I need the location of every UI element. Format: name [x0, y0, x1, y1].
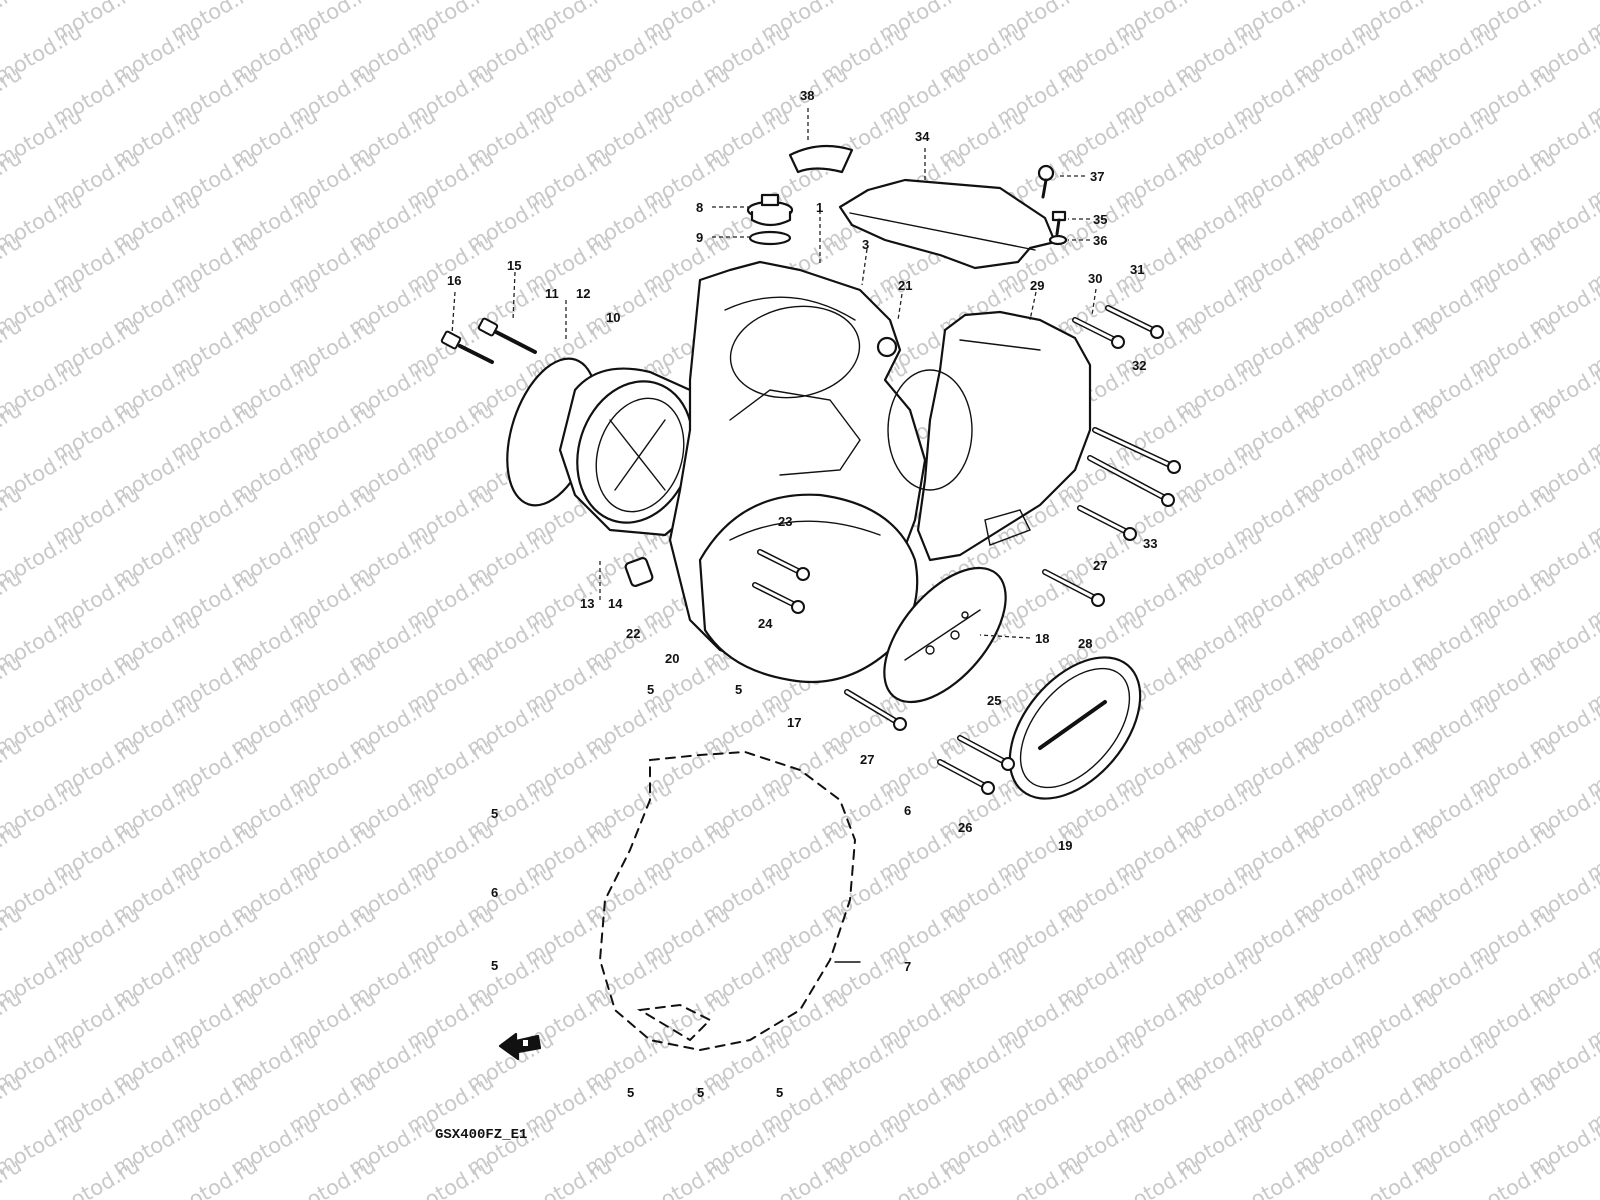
watermark-text: motod.ru: [1583, 1153, 1600, 1200]
callout-8: 8: [696, 200, 703, 215]
part-24-bolt: [752, 582, 805, 614]
callout-labels: 38 34 37 8 1 35 9 3 36 16 15 11 12 10 21…: [447, 88, 1157, 1100]
callout-35: 35: [1093, 212, 1107, 227]
callout-1: 1: [816, 200, 823, 215]
part-38-cap: [788, 144, 854, 174]
watermark-text: motod.ru: [1111, 1153, 1206, 1200]
part-31-bolt: [1105, 305, 1164, 339]
callout-5-f: 5: [697, 1085, 704, 1100]
direction-arrow-icon: [498, 1032, 542, 1061]
callout-5-d: 5: [491, 958, 498, 973]
part-34-plate: [838, 178, 1057, 270]
callout-23: 23: [778, 514, 792, 529]
callout-13: 13: [580, 596, 594, 611]
watermark-text: motod.ru: [0, 0, 26, 46]
watermark-text: motod.ru: [1347, 1153, 1442, 1200]
part-27-bolt-upper: [1042, 569, 1105, 607]
callout-16: 16: [447, 273, 461, 288]
callout-9: 9: [696, 230, 703, 245]
callout-18: 18: [1035, 631, 1049, 646]
part-30-bolt: [1072, 317, 1125, 349]
callout-6-b: 6: [491, 885, 498, 900]
callout-12: 12: [576, 286, 590, 301]
part-18-gasket: [883, 566, 1007, 704]
part-27-bolt-lower: [844, 689, 907, 731]
callout-10: 10: [606, 310, 620, 325]
callout-36: 36: [1093, 233, 1107, 248]
part-10-starter-cover: [558, 367, 712, 537]
callout-5-b: 5: [735, 682, 742, 697]
engine-cover-drawing: [440, 144, 1181, 1061]
callout-19: 19: [1058, 838, 1072, 853]
leader-lines: [451, 108, 1097, 639]
part-37-bolt: [1037, 164, 1055, 199]
callout-29: 29: [1030, 278, 1044, 293]
callout-5-e: 5: [627, 1085, 634, 1100]
watermark-text: motod.ru: [49, 1153, 144, 1200]
part-35-screw: [1051, 210, 1067, 236]
watermark-text: motod.ru: [639, 1153, 734, 1200]
callout-17: 17: [787, 715, 801, 730]
drawing-code: GSX400FZ_E1: [435, 1127, 527, 1143]
watermark-text: motod.ru: [875, 1153, 970, 1200]
part-32-bolt-upper: [1092, 427, 1181, 474]
watermark-text: motod.ru: [993, 1153, 1088, 1200]
part-16-bolt: [440, 330, 494, 364]
callout-28: 28: [1078, 636, 1092, 651]
watermark-text: motod.ru: [285, 1153, 380, 1200]
part-25-bolt: [957, 735, 1015, 771]
part-15-bolt: [477, 317, 537, 354]
callout-21: 21: [898, 278, 912, 293]
part-8-filler-cap: [746, 193, 794, 227]
part-9-o-ring: [748, 230, 792, 246]
part-19-emblem-cover: [1008, 656, 1142, 800]
callout-32: 32: [1132, 358, 1146, 373]
callout-11: 11: [545, 286, 559, 301]
callout-3: 3: [862, 237, 869, 252]
watermark-text: motod.ru: [757, 1153, 852, 1200]
callout-14: 14: [608, 596, 623, 611]
part-36-washer: [1048, 234, 1068, 246]
callout-33: 33: [1143, 536, 1157, 551]
callout-5-a: 5: [647, 682, 654, 697]
watermark-text: motod.ru: [1229, 1153, 1324, 1200]
callout-26: 26: [958, 820, 972, 835]
callout-31: 31: [1130, 262, 1144, 277]
part-26-bolt: [937, 759, 995, 795]
part-22-dowel-pin: [624, 556, 654, 588]
callout-37: 37: [1090, 169, 1104, 184]
part-20-generator-cover: [698, 493, 919, 684]
callout-22: 22: [626, 626, 640, 641]
callout-34: 34: [915, 129, 930, 144]
callout-6-a: 6: [904, 803, 911, 818]
part-17-gasket-outline: [598, 750, 857, 1052]
callout-7: 7: [904, 959, 911, 974]
callout-30: 30: [1088, 271, 1102, 286]
part-23-bolt: [757, 549, 810, 581]
callout-38: 38: [800, 88, 814, 103]
watermark-text: motod.ru: [521, 1153, 616, 1200]
watermark-text: motod.ru: [403, 1153, 498, 1200]
watermark-text: motod.ru: [167, 1153, 262, 1200]
part-29-clutch-cover: [887, 310, 1092, 562]
callout-5-g: 5: [776, 1085, 783, 1100]
part-33-bolt: [1077, 505, 1137, 541]
callout-27: 27: [1093, 558, 1107, 573]
callout-25: 25: [987, 693, 1001, 708]
part-32-bolt-lower: [1087, 455, 1175, 507]
callout-15: 15: [507, 258, 521, 273]
callout-20: 20: [665, 651, 679, 666]
callout-5-c: 5: [491, 806, 498, 821]
callout-24: 24: [758, 616, 773, 631]
callout-27-b: 27: [860, 752, 874, 767]
watermark-text: motod.ru: [1465, 1153, 1560, 1200]
